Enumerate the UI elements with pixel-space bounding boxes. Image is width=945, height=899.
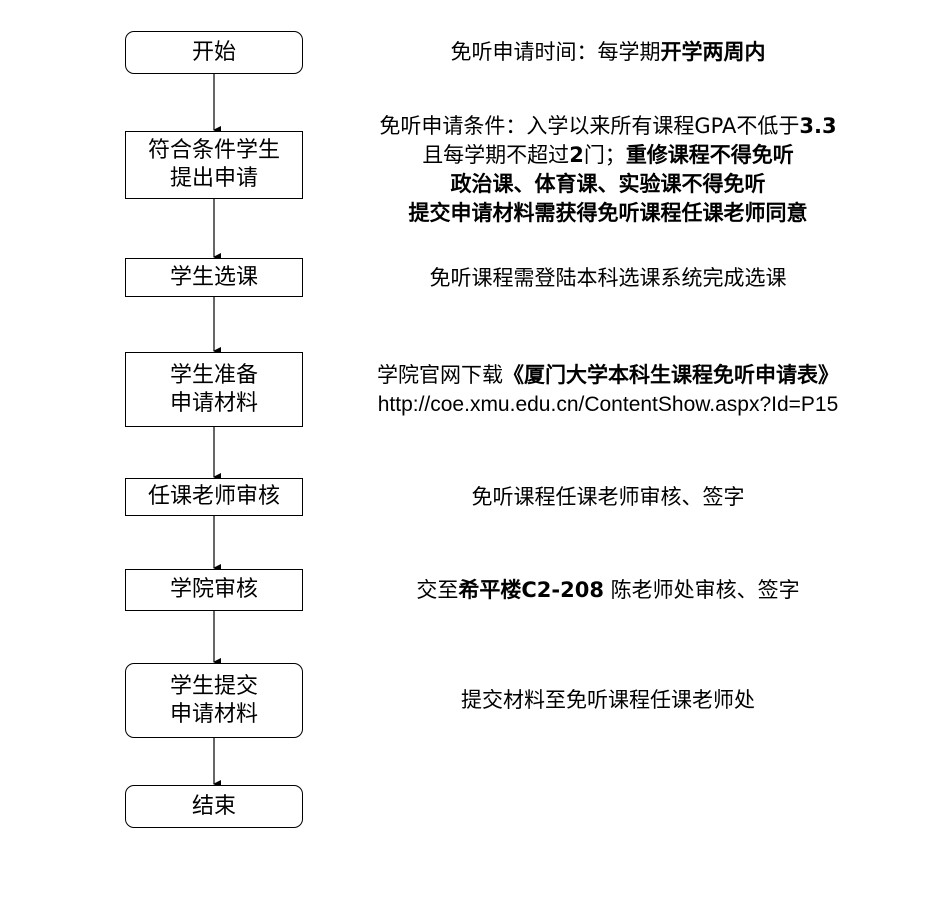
node-teacher-review: 任课老师审核	[125, 478, 303, 516]
note-conditions-line3-bold: 政治课、体育课、实验课不得免听	[450, 172, 766, 196]
note-download-url: http://coe.xmu.edu.cn/ContentShow.aspx?I…	[377, 393, 839, 416]
note-conditions-line2-a: 且每学期不超过	[422, 143, 570, 167]
note-application-conditions: 免听申请条件：入学以来所有课程GPA不低于3.3 且每学期不超过2门；重修课程不…	[318, 112, 898, 228]
node-start-label: 开始	[191, 39, 236, 65]
node-start: 开始	[125, 31, 303, 74]
node-prepare-label-2: 申请材料	[169, 390, 258, 416]
node-prepare: 学生准备 申请材料	[125, 352, 303, 427]
node-select: 学生选课	[125, 258, 303, 297]
note-download-line-1: 学院官网下载《厦门大学本科生课程免听申请表》	[318, 361, 898, 390]
note-course-selection: 免听课程需登陆本科选课系统完成选课	[318, 264, 898, 293]
note-download-prefix: 学院官网下载	[377, 363, 503, 387]
node-college-review: 学院审核	[125, 569, 303, 611]
node-select-label: 学生选课	[169, 264, 258, 290]
note-conditions-line-3: 政治课、体育课、实验课不得免听	[318, 170, 898, 199]
note-conditions-line2-bold: 重修课程不得免听	[625, 143, 794, 167]
note-teacher-text: 免听课程任课老师审核、签字	[471, 485, 745, 509]
node-submit-label-2: 申请材料	[169, 701, 258, 727]
node-end: 结束	[125, 785, 303, 828]
note-college-suffix: 陈老师处审核、签字	[603, 578, 800, 602]
note-download-form: 学院官网下载《厦门大学本科生课程免听申请表》 http://coe.xmu.ed…	[318, 361, 898, 419]
note-time-line: 免听申请时间：每学期开学两周内	[318, 38, 898, 67]
node-submit: 学生提交 申请材料	[125, 663, 303, 738]
note-teacher-review: 免听课程任课老师审核、签字	[318, 483, 898, 512]
note-conditions-line2-num: 2	[569, 143, 584, 167]
node-end-label: 结束	[191, 793, 236, 819]
note-college-location: 希平楼C2-208	[458, 578, 604, 602]
note-submit-materials: 提交材料至免听课程任课老师处	[318, 686, 898, 715]
node-prepare-label-1: 学生准备	[169, 362, 258, 388]
note-conditions-line-4: 提交申请材料需获得免听课程任课老师同意	[318, 199, 898, 228]
note-submit-text: 提交材料至免听课程任课老师处	[461, 688, 755, 712]
note-application-time: 免听申请时间：每学期开学两周内	[318, 38, 898, 67]
note-college-prefix: 交至	[416, 578, 459, 602]
note-time-prefix: 免听申请时间：每学期	[450, 40, 661, 64]
node-teacher-review-label: 任课老师审核	[147, 484, 280, 509]
note-conditions-line2-b: 门；	[583, 143, 626, 167]
note-select-text: 免听课程需登陆本科选课系统完成选课	[429, 266, 787, 290]
note-college-line: 交至希平楼C2-208 陈老师处审核、签字	[318, 576, 898, 605]
note-college-review: 交至希平楼C2-208 陈老师处审核、签字	[318, 576, 898, 605]
note-conditions-line1-bold: 3.3	[799, 114, 837, 138]
note-conditions-line4-bold: 提交申请材料需获得免听课程任课老师同意	[408, 201, 808, 225]
node-college-review-label: 学院审核	[169, 577, 258, 602]
note-download-form-title: 《厦门大学本科生课程免听申请表》	[503, 363, 839, 387]
note-conditions-line-2: 且每学期不超过2门；重修课程不得免听	[318, 141, 898, 170]
note-time-bold: 开学两周内	[660, 40, 766, 64]
node-apply: 符合条件学生 提出申请	[125, 131, 303, 199]
node-submit-label-1: 学生提交	[169, 673, 258, 699]
node-apply-label-2: 提出申请	[169, 166, 258, 191]
note-conditions-line1-prefix: 免听申请条件：入学以来所有课程GPA不低于	[379, 114, 800, 138]
node-apply-label-1: 符合条件学生	[147, 138, 280, 163]
note-conditions-line-1: 免听申请条件：入学以来所有课程GPA不低于3.3	[318, 112, 898, 141]
